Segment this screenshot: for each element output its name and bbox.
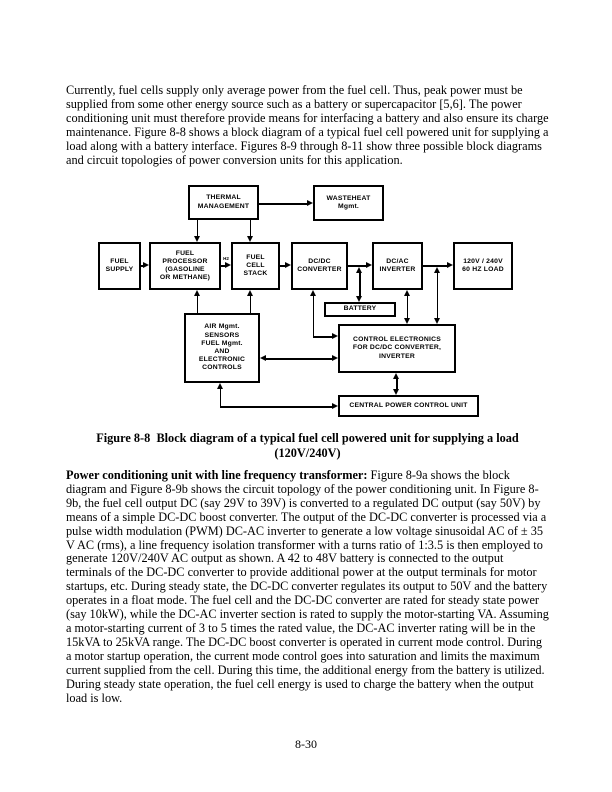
box-wasteheat-mgmt: WASTEHEAT Mgmt. (313, 185, 384, 221)
paragraph-lead-bold: Power conditioning unit with line freque… (66, 468, 368, 482)
arrowhead-into-control-from-loadline (433, 318, 440, 324)
connector-supply-to-processor-line (141, 265, 144, 267)
arrowhead-into-dcac (366, 262, 372, 268)
arrowhead-into-dcdc (285, 262, 291, 268)
box-thermal-management: THERMAL MANAGEMENT (188, 185, 259, 220)
box-control-electronics: CONTROL ELECTRONICS FOR DC/DC CONVERTER,… (338, 324, 456, 373)
connector-air-central-horizontal (220, 406, 333, 408)
connector-thermal-to-stack-line (249, 220, 251, 237)
connector-thermal-to-processor-line (196, 220, 198, 237)
connector-control-central-line (396, 378, 398, 390)
connector-dcac-to-load-line (422, 265, 448, 267)
h2-flow-label: H2 (223, 256, 229, 261)
page-number: 8-30 (295, 737, 317, 751)
arrowhead-into-control-from-dcac (403, 318, 410, 324)
connector-air-central-vertical (219, 388, 221, 407)
connector-dcdc-to-dcac-line (348, 265, 367, 267)
box-dcdc-converter: DC/DC CONVERTER (291, 242, 348, 290)
box-fuel-supply: FUEL SUPPLY (98, 242, 141, 290)
box-fuel-cell-stack: FUEL CELL STACK (231, 242, 280, 290)
arrowhead-into-processor-top (193, 236, 200, 242)
arrowhead-control-to-dcac (403, 290, 410, 296)
connector-air-control-line (265, 358, 333, 360)
intro-paragraph: Currently, fuel cells supply only averag… (66, 83, 549, 167)
connector-air-to-stack-line (249, 295, 251, 313)
arrowhead-into-control-from-air (332, 355, 338, 361)
paragraph-body-text: Figure 8-9a shows the block diagram and … (66, 468, 549, 705)
connector-dcdc-feedback-vertical (312, 295, 314, 337)
arrowhead-into-processor-bottom (193, 290, 200, 296)
figure-caption: Figure 8-8 Block diagram of a typical fu… (96, 431, 519, 460)
arrowhead-battery-to-bus (356, 267, 362, 273)
body-paragraph: Power conditioning unit with line freque… (66, 468, 549, 705)
arrowhead-into-processor (143, 262, 149, 268)
arrowhead-into-stack-top (246, 236, 253, 242)
arrowhead-into-wasteheat (307, 200, 313, 206)
arrowhead-into-air-bottom (216, 383, 223, 389)
connector-bus-to-battery-line (359, 272, 361, 297)
connector-processor-to-stack-line (221, 265, 226, 267)
box-fuel-processor: FUEL PROCESSOR (GASOLINE OR METHANE) (149, 242, 221, 290)
connector-loadline-to-control-line (436, 272, 438, 319)
connector-thermal-to-wasteheat-line (259, 203, 307, 205)
arrowhead-into-stack-bottom (246, 290, 253, 296)
box-dcac-inverter: DC/AC INVERTER (372, 242, 423, 290)
arrowhead-into-battery (356, 296, 362, 302)
arrowhead-into-central-top (393, 389, 399, 395)
box-battery: BATTERY (324, 302, 396, 317)
arrowhead-into-central-left (332, 403, 338, 409)
box-air-mgmt-controls: AIR Mgmt. SENSORS FUEL Mgmt. AND ELECTRO… (184, 313, 260, 383)
arrowhead-into-dcdc-bottom (309, 290, 316, 296)
box-central-power-control-unit: CENTRAL POWER CONTROL UNIT (338, 395, 479, 417)
arrowhead-into-control-left (332, 333, 338, 339)
arrowhead-into-control-bottom (393, 373, 399, 379)
connector-dcdc-feedback-horizontal (313, 336, 333, 338)
arrowhead-into-air-right (260, 355, 266, 361)
arrowhead-into-load (447, 262, 453, 268)
arrowhead-into-stack (225, 262, 231, 268)
box-120v-240v-load: 120V / 240V 60 HZ LOAD (453, 242, 513, 290)
connector-air-to-processor-line (196, 295, 198, 313)
connector-stack-to-dcdc-line (280, 265, 286, 267)
connector-dcac-to-control-line (406, 295, 408, 319)
arrowhead-control-to-loadline (433, 267, 440, 273)
